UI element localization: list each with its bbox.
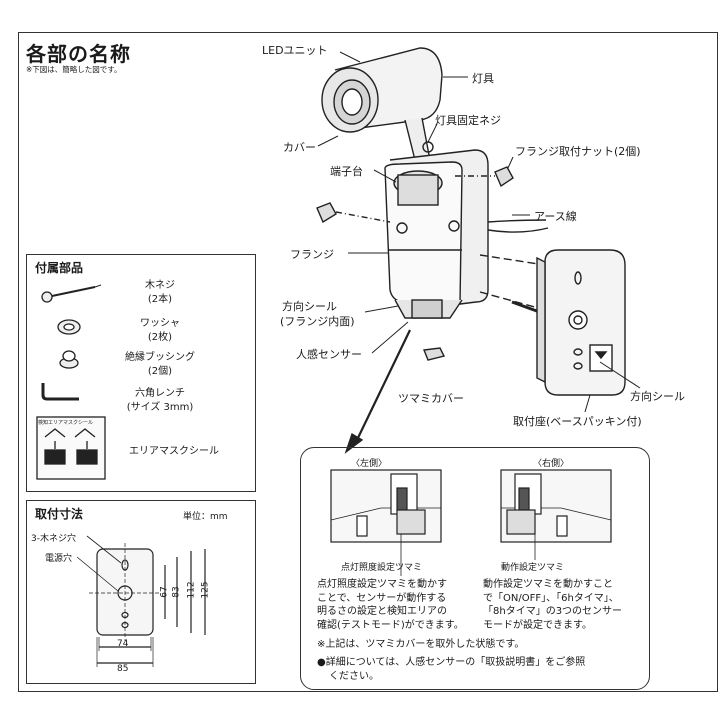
right-knob-label: 動作設定ツマミ xyxy=(501,563,565,573)
flange-nut-right xyxy=(494,166,514,188)
dim-67: 67 xyxy=(159,586,170,598)
knob-cover-part xyxy=(423,347,446,361)
accessories-box: 付属部品 xyxy=(26,254,256,492)
label-flange: フランジ xyxy=(290,248,334,261)
left-side-title: 〈左側〉 xyxy=(351,459,388,469)
flange-nut-left xyxy=(316,202,337,224)
dim-85: 85 xyxy=(117,664,129,674)
left-knob-label: 点灯照度設定ツマミ xyxy=(341,563,423,573)
sensor-detail-box: 〈左側〉 〈右側〉 点灯照度設定ツマミ 動作 xyxy=(300,447,650,690)
label-terminal-block: 端子台 xyxy=(330,165,363,178)
right-knob-panel xyxy=(500,469,612,560)
dimensions-title: 取付寸法 xyxy=(35,507,84,521)
area-mask-seal-icon xyxy=(36,416,106,480)
power-hole-label: 電源穴 xyxy=(45,554,73,564)
accessories-icons xyxy=(36,284,106,480)
label-cover: カバー xyxy=(283,141,316,154)
page-frame xyxy=(18,32,718,692)
right-side-title: 〈右側〉 xyxy=(533,459,570,469)
dim-112: 112 xyxy=(186,581,197,599)
accessory-item: ワッシャ (2枚) xyxy=(140,318,180,343)
mount-base xyxy=(536,249,626,396)
left-knob-description: 点灯照度設定ツマミを動かす ことで、センサーが動作する 明るさの設定と検知エリア… xyxy=(317,579,464,631)
insulating-bushing-icon xyxy=(59,350,79,369)
left-knob-panel xyxy=(330,469,442,576)
dim-74: 74 xyxy=(117,639,129,649)
label-led-unit: LEDユニット xyxy=(262,44,328,57)
label-flange-nut: フランジ取付ナット(2個) xyxy=(515,145,641,158)
page-title: 各部の名称 xyxy=(26,42,131,66)
label-direction-seal-right: 方向シール xyxy=(630,390,685,403)
mask-seal-caption: 検知エリアマスクシール xyxy=(38,420,94,426)
dimensions-unit: 単位：mm xyxy=(183,512,228,522)
manual-reference-note: ●詳細については、人感センサーの「取扱説明書」をご参照 ください。 xyxy=(317,657,586,682)
simplified-note: ※下図は、簡略した図です。 xyxy=(26,65,122,74)
label-motion-sensor: 人感センサー xyxy=(296,348,362,361)
dimensions-box: 取付寸法 単位：mm 3-木ネジ穴 電源穴 67 83 112 xyxy=(26,500,256,684)
washer-icon xyxy=(57,319,81,335)
label-direction-seal-sub: (フランジ内面) xyxy=(280,315,355,328)
label-mount-base: 取付座(ベースパッキン付) xyxy=(513,415,642,428)
knob-detail-drawing xyxy=(330,469,612,576)
dim-125: 125 xyxy=(200,581,211,599)
label-fixing-screw: 灯具固定ネジ xyxy=(435,114,501,127)
label-light-fixture: 灯具 xyxy=(472,72,494,85)
screw-hole-label: 3-木ネジ穴 xyxy=(31,534,76,544)
light-fixture-body xyxy=(321,47,443,133)
accessory-item: 絶縁ブッシング (2個) xyxy=(125,352,195,377)
dim-83: 83 xyxy=(171,586,182,598)
flange-body xyxy=(384,149,489,319)
accessory-item: 六角レンチ (サイズ 3mm) xyxy=(126,388,194,413)
knob-cover-note: ※上記は、ツマミカバーを取外した状態です。 xyxy=(317,639,525,650)
wood-screw-icon xyxy=(41,284,102,303)
label-direction-seal: 方向シール xyxy=(282,300,337,313)
dimension-drawing xyxy=(76,535,206,667)
accessory-item: エリアマスクシール xyxy=(129,446,219,457)
hex-wrench-icon xyxy=(41,383,79,401)
label-knob-cover: ツマミカバー xyxy=(398,392,464,405)
right-knob-description: 動作設定ツマミを動かすこと で「ON/OFF」、「6hタイマ」、 「8hタイマ」… xyxy=(483,579,623,631)
accessories-title: 付属部品 xyxy=(35,261,84,275)
label-ground-wire: アース線 xyxy=(534,210,577,223)
accessory-item: 木ネジ (2本) xyxy=(145,280,175,305)
